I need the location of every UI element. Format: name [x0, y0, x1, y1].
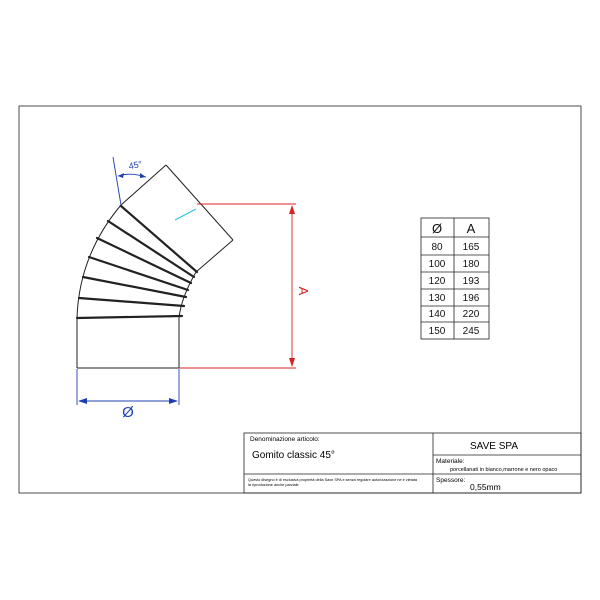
dimension-table [420, 217, 490, 340]
elbow-top-end [165, 164, 234, 241]
table-cell: 80 [431, 242, 443, 253]
table-cell: 140 [429, 309, 446, 320]
spessore-value: 0,55mm [470, 482, 501, 492]
table-cell: 220 [463, 309, 480, 320]
materiale-label: Materiale: [436, 458, 465, 465]
disclaimer-line-2: la riproduzione anche parziale [248, 483, 299, 487]
elbow-top-right-edge [195, 239, 234, 273]
table-cell: 193 [463, 276, 480, 287]
article-name: Gomito classic 45° [252, 450, 335, 461]
diameter-dimension [76, 369, 180, 405]
disclaimer-line-1: Questo disegno è di esclusiva proprietà … [248, 478, 418, 482]
segment-seam [119, 204, 199, 274]
table-cell: 120 [429, 276, 446, 287]
diameter-dimension-label: Ø [122, 404, 134, 421]
title-block [243, 432, 582, 494]
segment-seam [75, 314, 184, 320]
denominazione-label: Denominazione articolo: [250, 436, 320, 443]
table-cell: 196 [463, 293, 480, 304]
spessore-label: Spessore: [436, 477, 465, 484]
elbow-outer-profile [76, 204, 122, 368]
table-cell: 150 [429, 326, 446, 337]
table-cell: 100 [429, 259, 446, 270]
elbow-inner-profile [178, 271, 197, 368]
segment-seam [77, 296, 186, 308]
dimension-table-text: Ø A 80 165 100 180 120 193 130 196 140 2… [429, 221, 480, 337]
table-cell: 165 [463, 242, 480, 253]
table-cell: 130 [429, 293, 446, 304]
height-dimension [179, 203, 296, 369]
elbow-segment-seams [75, 204, 199, 320]
materiale-value: porcellanati in bianco,marrone e nero op… [450, 467, 557, 473]
company-name: SAVE SPA [470, 441, 518, 452]
angle-dimension [112, 156, 147, 206]
elbow-top-left-edge [120, 164, 167, 206]
centerline-mark [174, 208, 197, 221]
segment-seam [106, 219, 196, 279]
table-cell: 180 [463, 259, 480, 270]
table-header-a: A [467, 221, 476, 236]
angle-dimension-label: 45° [128, 159, 144, 172]
height-dimension-label: A [296, 287, 311, 296]
table-header-diameter: Ø [432, 221, 442, 236]
segment-seam [87, 255, 190, 292]
table-cell: 245 [463, 326, 480, 337]
segment-seam [95, 236, 193, 285]
segment-seam [81, 275, 188, 299]
